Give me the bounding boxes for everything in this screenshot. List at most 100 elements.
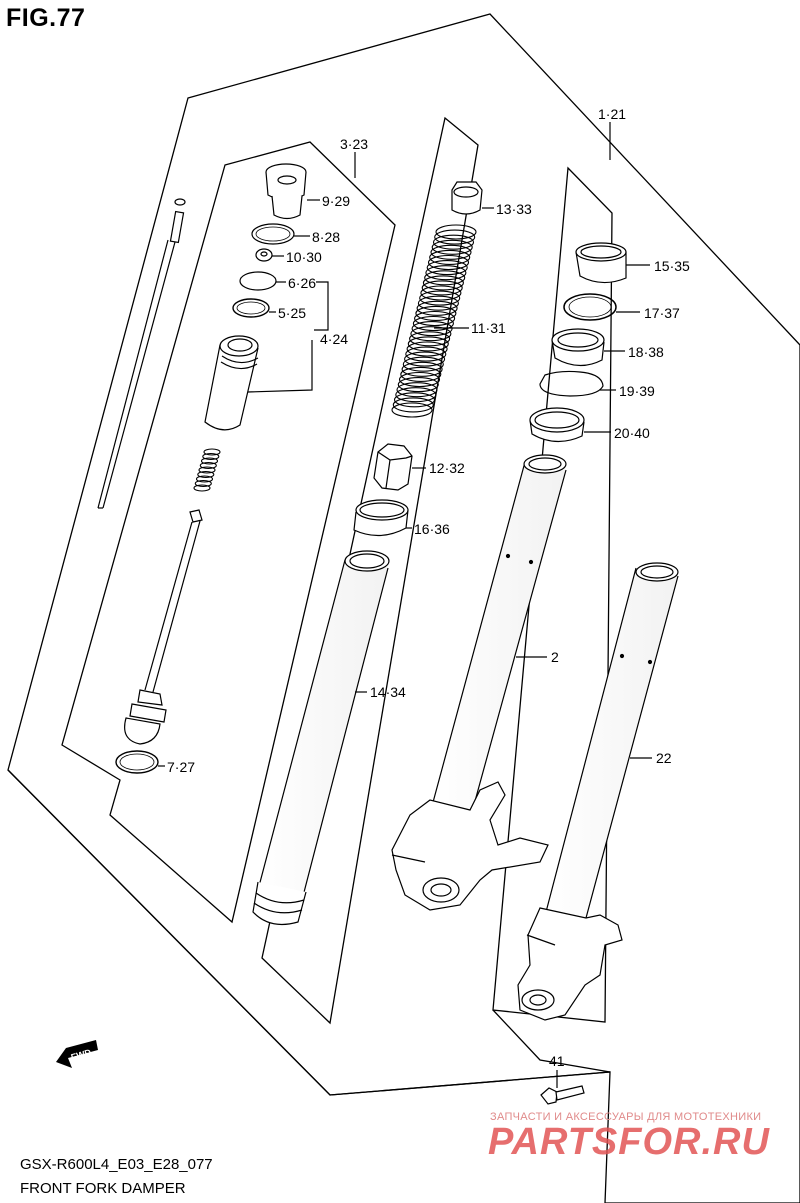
callout-2: 2 — [551, 649, 559, 665]
oil-seal — [551, 328, 605, 367]
spring-coil — [396, 382, 438, 398]
spring-coil — [410, 326, 452, 342]
assembly-boundary-outer-bottom — [7, 769, 611, 1096]
diagram-title: FRONT FORK DAMPER — [20, 1180, 186, 1197]
piston-ring — [115, 750, 159, 774]
spring-coil — [430, 244, 472, 260]
spring-coil — [407, 336, 449, 352]
outer-tube — [252, 550, 390, 925]
callout-4-24: 4·24 — [320, 331, 348, 347]
inner-tube-right — [517, 562, 679, 1021]
spring-coil — [420, 285, 462, 301]
guide-bushing — [529, 407, 585, 443]
model-code: GSX-R600L4_E03_E28_077 — [20, 1156, 213, 1173]
cap-bolt — [265, 163, 307, 220]
damper-rod — [97, 198, 186, 509]
spring-coil — [402, 356, 444, 372]
rebound-spring — [193, 448, 221, 492]
spring-coil — [422, 275, 464, 291]
oil-seal-clip — [539, 370, 604, 397]
callout-labels: 1·21 3·23 9·29 8·28 10·30 6·26 5·25 4·24… — [167, 106, 690, 1069]
spring-coil — [421, 280, 463, 296]
bolt-bracket — [492, 1009, 611, 1073]
spring-coil — [202, 452, 220, 461]
slide-bushing — [353, 499, 409, 537]
spring-coil — [417, 295, 459, 311]
spring-coil — [391, 402, 433, 418]
o-ring — [251, 223, 295, 245]
fork-spring — [391, 224, 477, 418]
lock-nut — [255, 248, 273, 262]
spring-coil — [424, 270, 466, 286]
spring-coil — [397, 377, 439, 393]
spring-coil — [400, 366, 442, 382]
leader-lines — [158, 122, 652, 1088]
callout-8-28: 8·28 — [312, 229, 340, 245]
spring-coil — [398, 371, 441, 388]
piston-rod — [124, 509, 203, 745]
spring-coil — [392, 397, 434, 413]
watermark-tagline: ЗАПЧАСТИ И АКСЕССУАРЫ ДЛЯ МОТОТЕХНИКИ — [490, 1111, 762, 1123]
spring-coil — [435, 224, 477, 240]
spring-coil — [425, 265, 467, 281]
spring-coil — [426, 260, 468, 276]
cartridge-boundary — [61, 141, 396, 924]
spring-coil — [432, 234, 475, 250]
spring-coil — [431, 239, 473, 255]
callout-18-38: 18·38 — [628, 344, 664, 360]
spring-coil — [414, 310, 456, 327]
spring-coil — [416, 300, 458, 316]
spring-coil — [404, 351, 446, 367]
callout-14-34: 14·34 — [370, 684, 406, 700]
callout-17-37: 17·37 — [644, 305, 680, 321]
spring-coil — [419, 290, 461, 306]
callout-19-39: 19·39 — [619, 383, 655, 399]
figure-title: FIG.77 — [6, 4, 86, 32]
spring-coil — [429, 249, 471, 265]
callout-1-21: 1·21 — [598, 106, 626, 122]
spring-coil — [199, 461, 217, 470]
spring-coil — [409, 331, 451, 347]
callout-13-33: 13·33 — [496, 201, 532, 217]
spring-coil — [200, 457, 219, 465]
spring-coil — [198, 466, 216, 474]
spring-coil — [405, 346, 447, 362]
spring-coil — [194, 479, 212, 488]
callout-12-32: 12·32 — [429, 460, 465, 476]
spring-coil — [193, 484, 211, 492]
callout-9-29: 9·29 — [322, 193, 350, 209]
stopper-ring — [563, 293, 617, 321]
callout-10-30: 10·30 — [286, 249, 322, 265]
callout-7-27: 7·27 — [167, 759, 195, 775]
callout-15-35: 15·35 — [654, 258, 690, 274]
axle-bolt — [540, 1085, 585, 1105]
callout-6-26: 6·26 — [288, 275, 316, 291]
spring-coil — [393, 392, 436, 408]
retaining-ring — [232, 298, 270, 318]
callout-5-25: 5·25 — [278, 305, 306, 321]
forward-arrow-icon: FWD — [56, 1040, 98, 1068]
inner-tube-left — [391, 454, 567, 911]
inner-tube-boundary — [492, 166, 613, 1023]
spring-spacer — [373, 443, 413, 491]
damper-cylinder — [204, 335, 259, 431]
spring-coil — [406, 341, 448, 357]
spring-coil — [395, 387, 437, 403]
callout-3-23: 3·23 — [340, 136, 368, 152]
callout-16-36: 16·36 — [414, 521, 450, 537]
spring-coil — [203, 448, 221, 456]
callout-22: 22 — [656, 750, 672, 766]
callout-11-31: 11·31 — [471, 320, 506, 336]
spring-coil — [412, 315, 454, 332]
spring-coil — [415, 305, 457, 321]
spring-coil — [427, 254, 470, 271]
dust-seal — [575, 242, 627, 284]
spring-adjuster — [451, 181, 483, 215]
callout-41: 41 — [549, 1053, 565, 1069]
spring-coil — [195, 475, 214, 483]
spring-coil — [401, 361, 443, 377]
spring-coil — [434, 229, 476, 245]
snap-ring — [239, 271, 277, 291]
callout-20-40: 20·40 — [614, 425, 650, 441]
watermark-brand-logo: PARTSFOR.RU — [488, 1121, 770, 1163]
